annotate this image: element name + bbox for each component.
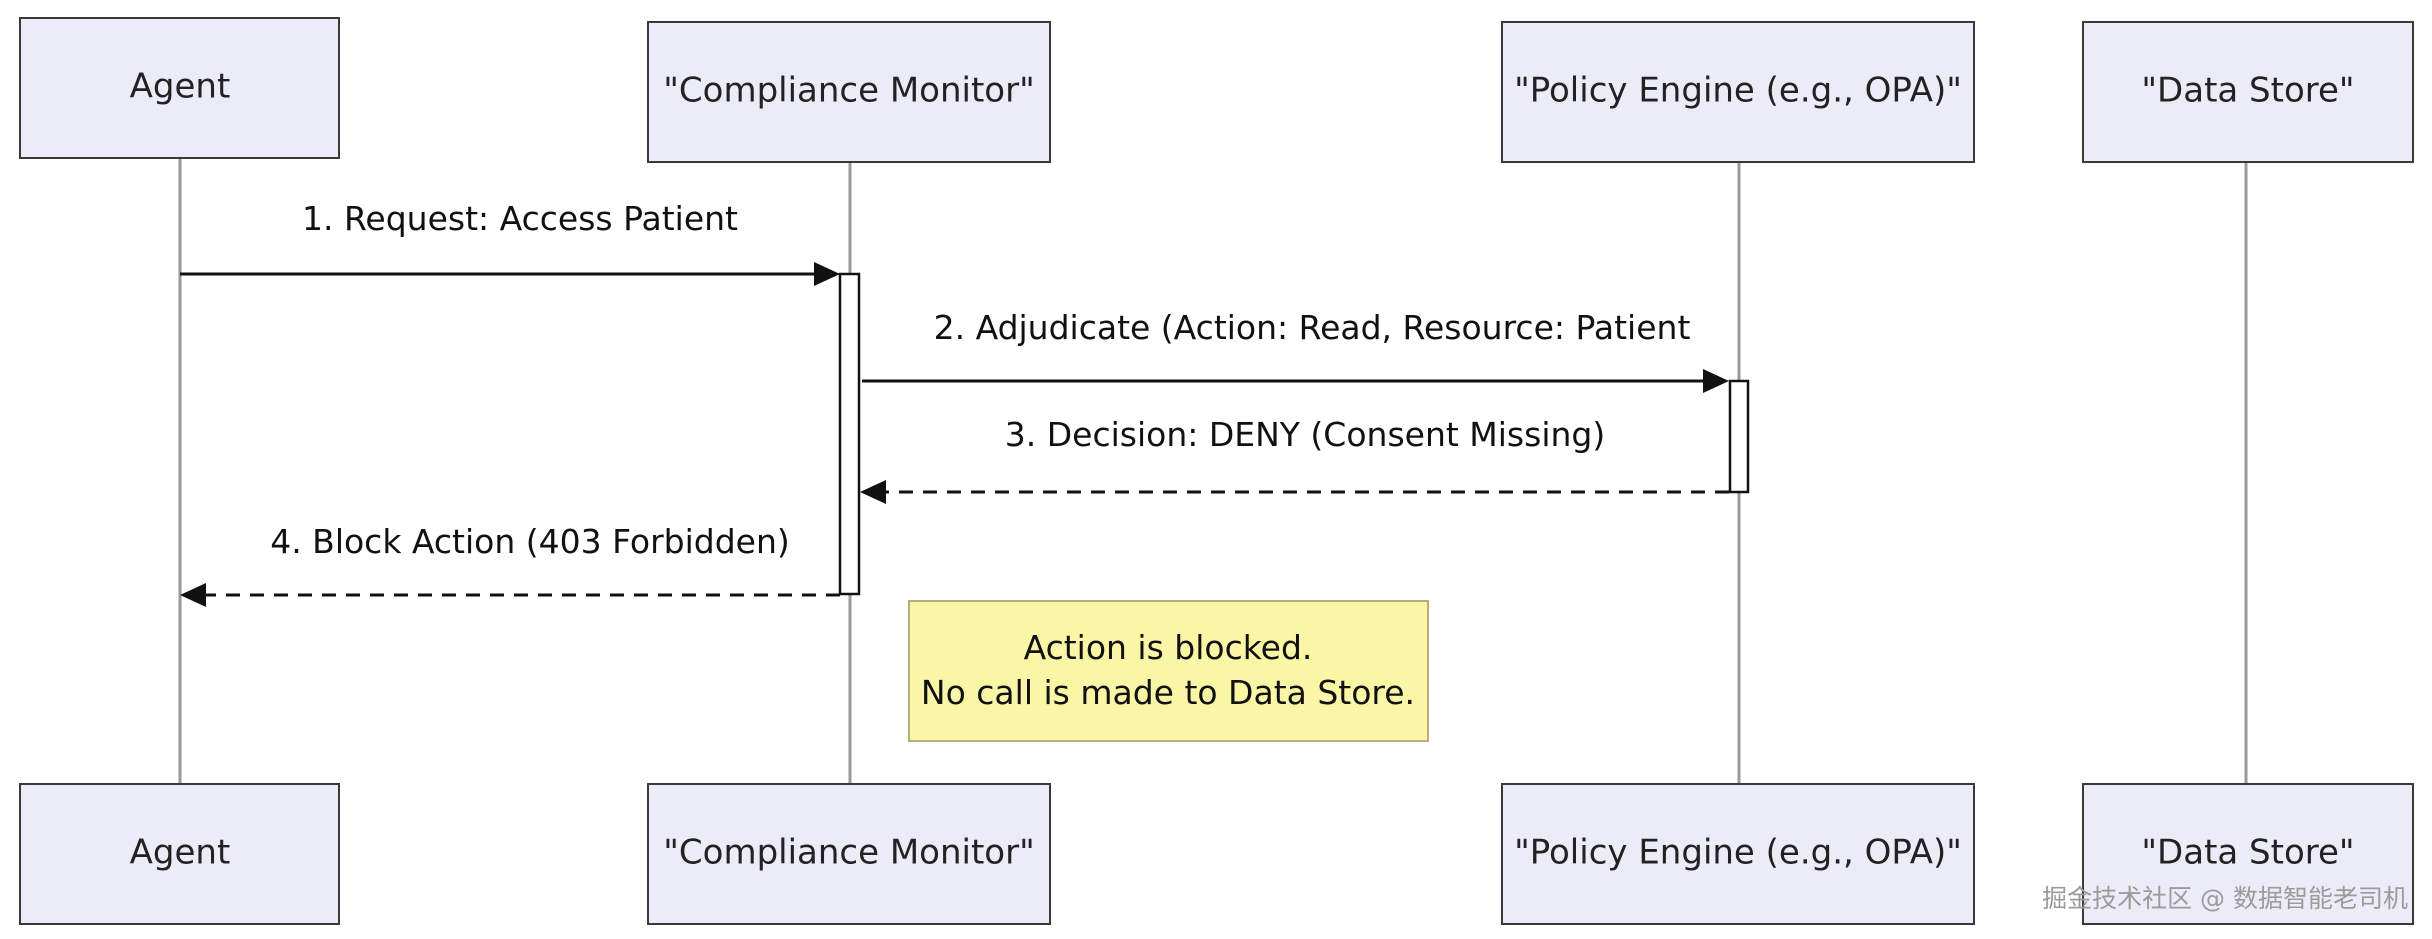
arrowhead-icon	[814, 262, 840, 286]
activation-compliance-monitor	[838, 272, 861, 596]
participant-label: "Policy Engine (e.g., OPA)"	[1514, 71, 1962, 111]
message-label: 4. Block Action (403 Forbidden)	[270, 522, 790, 561]
participant-label: "Data Store"	[2141, 833, 2354, 873]
activation-policy-engine	[1728, 379, 1750, 494]
participant-data-store-top: "Data Store"	[2082, 21, 2414, 163]
participant-agent-bottom: Agent	[19, 783, 340, 925]
message-label: 3. Decision: DENY (Consent Missing)	[1005, 415, 1605, 454]
participant-compliance-monitor-bottom: "Compliance Monitor"	[647, 783, 1051, 925]
participant-label: "Data Store"	[2141, 71, 2354, 111]
participant-label: "Compliance Monitor"	[663, 71, 1034, 111]
message-label: 2. Adjudicate (Action: Read, Resource: P…	[934, 308, 1691, 347]
participant-label: "Policy Engine (e.g., OPA)"	[1514, 833, 1962, 873]
note-blocked: Action is blocked. No call is made to Da…	[908, 600, 1429, 742]
participant-compliance-monitor-top: "Compliance Monitor"	[647, 21, 1051, 163]
message-adjudicate: 2. Adjudicate (Action: Read, Resource: P…	[862, 308, 1729, 393]
arrowhead-icon	[1703, 369, 1729, 393]
note-line-2: No call is made to Data Store.	[921, 673, 1415, 712]
participant-data-store-bottom: "Data Store"	[2082, 783, 2414, 925]
watermark-text: 掘金技术社区 @ 数据智能老司机	[2042, 884, 2408, 913]
message-request-access-patient: 1. Request: Access Patient	[180, 199, 840, 286]
participant-label: Agent	[130, 67, 231, 107]
arrowhead-icon	[180, 583, 206, 607]
participant-label: Agent	[130, 833, 231, 873]
participant-label: "Compliance Monitor"	[663, 833, 1034, 873]
message-label: 1. Request: Access Patient	[302, 199, 738, 238]
participant-policy-engine-bottom: "Policy Engine (e.g., OPA)"	[1501, 783, 1975, 925]
participant-agent-top: Agent	[19, 17, 340, 159]
message-decision-deny: 3. Decision: DENY (Consent Missing)	[860, 415, 1729, 504]
participant-policy-engine-top: "Policy Engine (e.g., OPA)"	[1501, 21, 1975, 163]
arrowhead-icon	[860, 480, 886, 504]
note-line-1: Action is blocked.	[1024, 628, 1313, 667]
message-block-action: 4. Block Action (403 Forbidden)	[180, 522, 840, 607]
